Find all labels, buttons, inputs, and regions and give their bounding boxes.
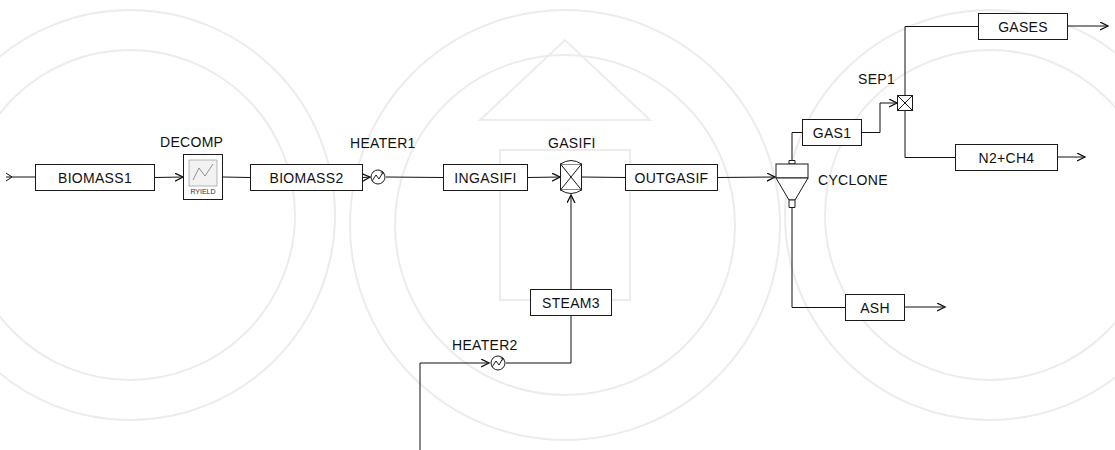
gasifier-symbol: [560, 159, 582, 195]
stream-name: OUTGASIF: [635, 170, 709, 186]
stream-line: [905, 27, 978, 96]
stream-label: ASH: [845, 294, 905, 321]
unit-block: HEATER2: [490, 355, 506, 371]
heater-symbol: [370, 169, 386, 185]
stream-line: [386, 177, 443, 179]
stream-name: BIOMASS2: [270, 170, 344, 186]
stream-label: N2+CH4: [955, 144, 1058, 171]
unit-block: DECOMPRYIELD: [183, 154, 223, 200]
stream-name: GAS1: [813, 125, 852, 141]
block-name: DECOMP: [160, 134, 223, 150]
stream-line: [905, 111, 955, 158]
block-name: HEATER2: [452, 337, 518, 353]
stream-label: OUTGASIF: [625, 164, 718, 191]
stream-line: [792, 208, 845, 308]
sep-symbol: [897, 95, 913, 111]
stream-label: BIOMASS1: [35, 164, 155, 191]
stream-line: [223, 177, 250, 179]
stream-line: [792, 133, 802, 161]
block-name: GASIFI: [548, 135, 596, 151]
stream-label: BIOMASS2: [250, 164, 363, 191]
stream-line: [528, 177, 560, 179]
stream-label: INGASIFI: [443, 164, 528, 191]
cyclone-symbol: [775, 160, 809, 208]
unit-block: CYCLONE: [775, 160, 809, 208]
unit-block: SEP1: [897, 95, 913, 111]
stream-line: [718, 177, 775, 179]
stream-label: STEAM3: [530, 289, 612, 316]
stream-name: N2+CH4: [979, 150, 1035, 166]
stream-line: [155, 177, 183, 179]
unit-block: GASIFI: [560, 159, 582, 195]
block-name: SEP1: [858, 71, 895, 87]
stream-name: INGASIFI: [454, 170, 516, 186]
model-type: RYIELD: [190, 188, 215, 195]
block-name: HEATER1: [350, 135, 416, 151]
block-name: CYCLONE: [818, 172, 888, 188]
stream-name: STEAM3: [542, 295, 600, 311]
stream-name: GASES: [998, 19, 1048, 35]
stream-line: [862, 103, 897, 133]
unit-block: HEATER1: [370, 169, 386, 185]
stream-label: GASES: [978, 13, 1068, 40]
stream-line: [363, 177, 370, 179]
stream-name: BIOMASS1: [58, 170, 132, 186]
stream-line: [582, 177, 625, 179]
stream-name: ASH: [860, 300, 890, 316]
heater-symbol: [490, 355, 506, 371]
stream-label: GAS1: [802, 119, 862, 146]
stream-line: [571, 195, 572, 289]
